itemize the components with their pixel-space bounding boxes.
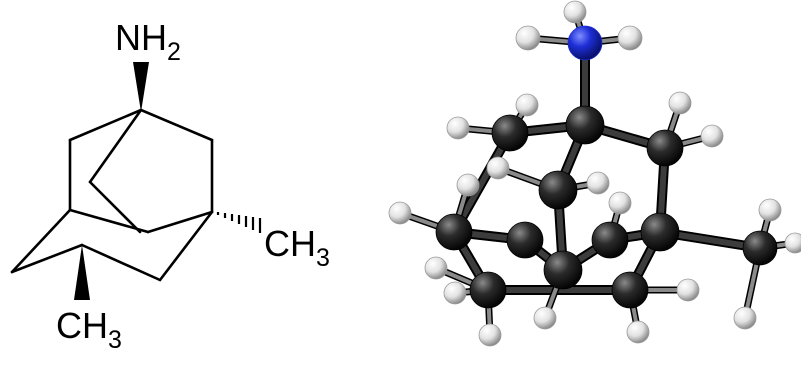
hydrogen-atom-H3 bbox=[668, 91, 692, 115]
carbon-atom-C8 bbox=[591, 221, 629, 259]
methyl-bottom-label: CH3 bbox=[56, 305, 122, 354]
carbon-atom-C10 bbox=[543, 250, 583, 290]
hydrogen-atom-H5 bbox=[486, 156, 510, 180]
carbon-atom-C7 bbox=[506, 221, 544, 259]
hydrogen-atom-H-n3 bbox=[563, 0, 587, 24]
carbon-atom-C5 bbox=[435, 213, 473, 251]
hashed-bond-methyl-right bbox=[216, 212, 262, 233]
skeleton-bonds bbox=[10, 108, 214, 282]
carbon-atom-C9 bbox=[469, 271, 507, 309]
hydrogen-atom-H7 bbox=[456, 173, 480, 197]
nitrogen-atom-N bbox=[567, 25, 603, 61]
hydrogen-atom-H14 bbox=[626, 320, 650, 344]
carbon-atom-C4 bbox=[538, 170, 578, 210]
carbon-atom-C11 bbox=[611, 271, 649, 309]
hydrogen-atom-H18 bbox=[733, 306, 757, 330]
hydrogen-atom-H15 bbox=[676, 278, 700, 302]
carbon-atom-C6 bbox=[640, 212, 680, 252]
hydrogen-atom-H13 bbox=[533, 306, 557, 330]
carbon-atom-C1 bbox=[565, 105, 605, 145]
structural-formula: NH2 CH3 CH3 bbox=[10, 17, 330, 354]
carbon-atom-C3 bbox=[646, 129, 684, 167]
hydrogen-atom-H-n1 bbox=[515, 25, 541, 51]
bond-highlight-C2-C5 bbox=[451, 130, 513, 235]
wedge-bond-methyl-bottom bbox=[74, 245, 90, 300]
hydrogen-atom-H9 bbox=[608, 191, 632, 215]
hydrogen-atom-H17 bbox=[784, 232, 801, 254]
hydrogen-atom-H4 bbox=[700, 124, 724, 148]
model-atoms bbox=[388, 0, 801, 347]
amine-label: NH2 bbox=[115, 17, 181, 66]
methyl-right-label: CH3 bbox=[264, 223, 330, 272]
hydrogen-atom-H12 bbox=[478, 323, 502, 347]
hydrogen-atom-H-n2 bbox=[617, 25, 643, 51]
hydrogen-atom-H2 bbox=[446, 116, 470, 140]
hydrogen-atom-H8 bbox=[388, 201, 412, 225]
hydrogen-atom-H11 bbox=[443, 281, 467, 305]
hydrogen-atom-H6 bbox=[586, 171, 610, 195]
hydrogen-atom-H1 bbox=[515, 93, 539, 117]
ball-and-stick-model bbox=[388, 0, 801, 347]
hydrogen-atom-H16 bbox=[758, 198, 782, 222]
wedge-bond-amine bbox=[133, 62, 149, 112]
hydrogen-atom-H10 bbox=[424, 256, 448, 280]
carbon-atom-C2 bbox=[491, 114, 529, 152]
carbon-atom-C12 bbox=[742, 230, 778, 266]
